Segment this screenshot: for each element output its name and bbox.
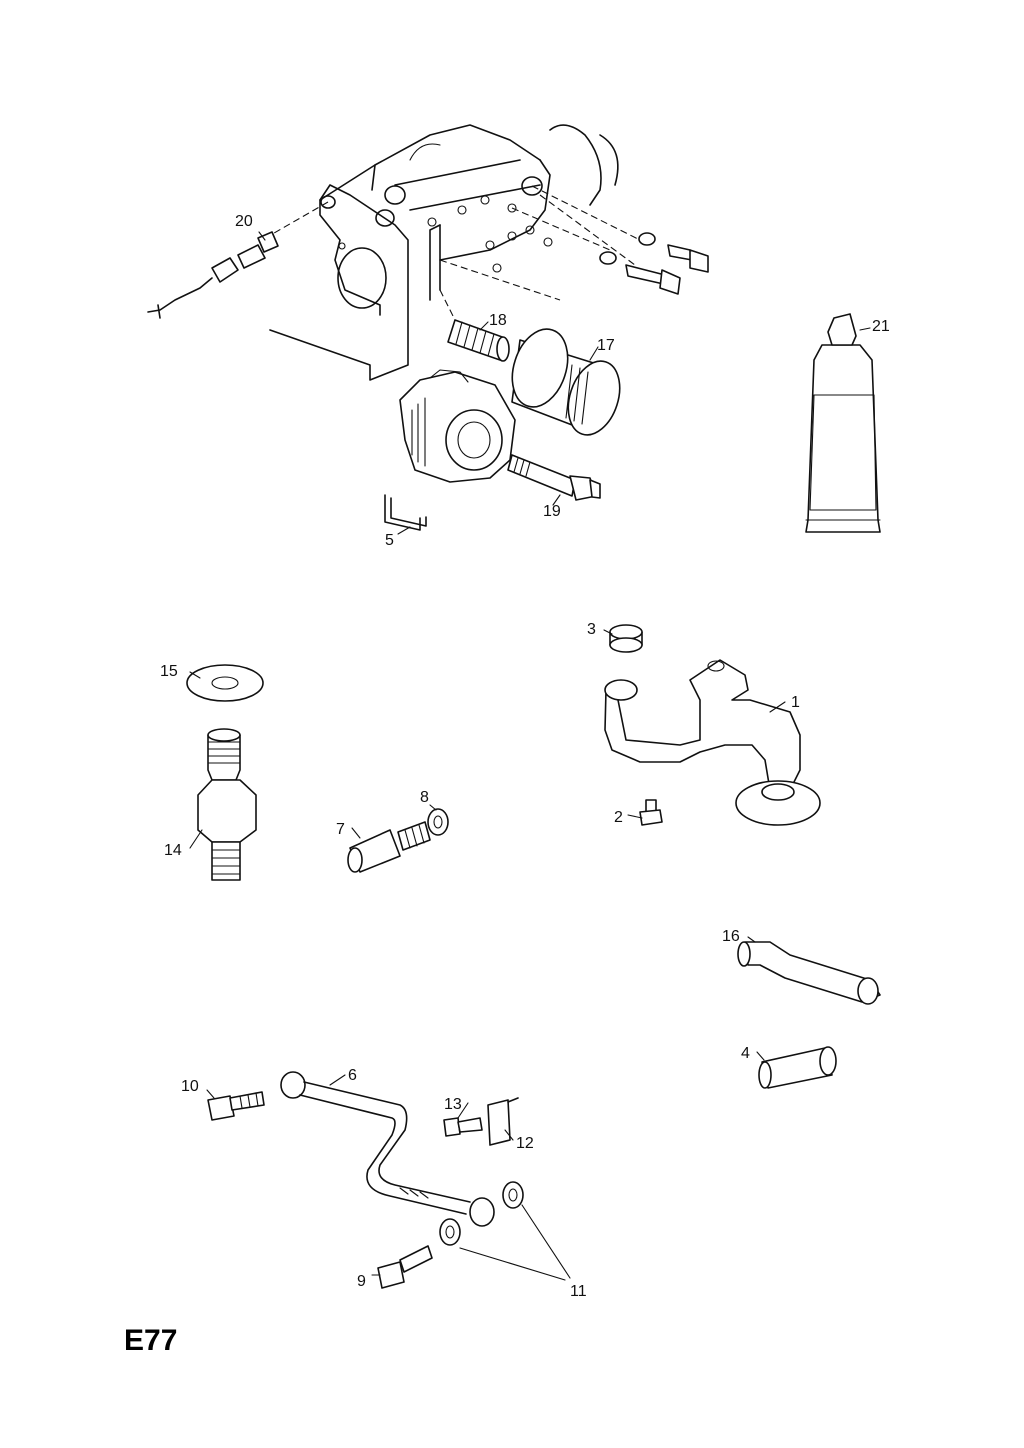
- callout-lines: [189, 231, 871, 1276]
- label-3: 3: [587, 621, 596, 638]
- block-bolts: [599, 232, 709, 295]
- label-9: 9: [357, 1273, 366, 1290]
- label-18: 18: [489, 312, 507, 329]
- label-10: 10: [181, 1078, 199, 1095]
- part-17-oil-filter: [511, 328, 621, 436]
- label-15: 15: [160, 663, 178, 680]
- part-3-cap: [609, 624, 643, 653]
- part-9-bolt: [377, 1245, 433, 1289]
- part-6-oil-pipe: [280, 1071, 495, 1227]
- part-11-seal-rings: [439, 1181, 571, 1281]
- label-19: 19: [543, 503, 561, 520]
- label-2: 2: [614, 809, 623, 826]
- part-15-washer: [186, 664, 264, 702]
- part-4-sleeve: [758, 1046, 837, 1089]
- label-8: 8: [420, 789, 429, 806]
- label-21: 21: [872, 318, 890, 335]
- part-18-threaded-stud: [447, 319, 510, 362]
- part-8-washer: [427, 808, 449, 836]
- label-7: 7: [336, 821, 345, 838]
- part-7-connector: [347, 821, 431, 873]
- label-1: 1: [791, 694, 800, 711]
- label-16: 16: [722, 928, 740, 945]
- part-10-bolt: [207, 1091, 265, 1121]
- label-11: 11: [570, 1283, 587, 1300]
- engine-block: [261, 124, 641, 381]
- part-14-threaded-adapter: [197, 728, 257, 881]
- label-14: 14: [164, 842, 182, 859]
- label-13: 13: [444, 1096, 462, 1113]
- label-5: 5: [385, 532, 394, 549]
- part-1-pickup-pipe: [604, 659, 821, 826]
- label-12: 12: [516, 1135, 534, 1152]
- label-6: 6: [348, 1067, 357, 1084]
- part-20-pressure-switch: [147, 231, 279, 319]
- part-16-bent-tube: [737, 941, 881, 1005]
- part-13-bolt: [443, 1117, 483, 1137]
- label-17: 17: [597, 337, 615, 354]
- part-12-clamp: [487, 1097, 519, 1146]
- part-5-bent-pin: [384, 494, 427, 531]
- label-4: 4: [741, 1045, 750, 1062]
- page-code: E77: [124, 1324, 177, 1357]
- part-19-union-bolt: [507, 454, 601, 501]
- label-20: 20: [235, 213, 253, 230]
- part-21-sealant-tube: [805, 313, 881, 533]
- oil-cooler-housing: [399, 369, 516, 483]
- part-2-bolt: [639, 799, 663, 826]
